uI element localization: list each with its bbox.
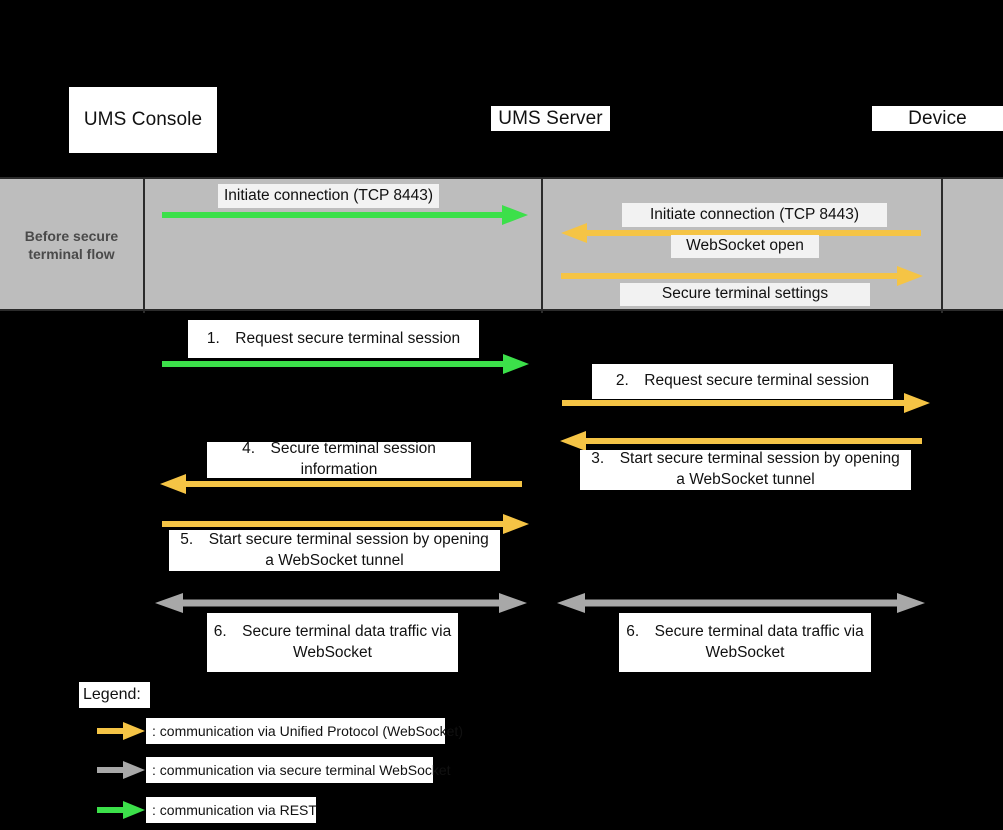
- participant-device: Device: [872, 106, 1003, 131]
- before-secure-terminal-flow-band: Before secure terminal flow: [0, 177, 1003, 313]
- band-divider-1: [143, 179, 145, 313]
- legend-label-unified: : communication via Unified Protocol (We…: [146, 718, 463, 744]
- label-msg-6-right: 6. Secure terminal data traffic via WebS…: [619, 613, 871, 672]
- participant-label: UMS Server: [498, 107, 603, 129]
- label-band-msg-3: WebSocket open: [671, 235, 819, 258]
- arrow-msg-6-left-secure-both: [155, 592, 527, 614]
- legend-title: Legend:: [79, 682, 150, 708]
- participant-label: UMS Console: [83, 109, 203, 130]
- legend-label-rest: : communication via REST: [146, 797, 317, 823]
- label-band-msg-2: Initiate connection (TCP 8443): [622, 203, 887, 227]
- legend-arrow-rest-icon: [95, 799, 145, 821]
- participant-label: Device: [908, 107, 967, 129]
- band-divider-2: [541, 179, 543, 313]
- label-msg-6-left: 6. Secure terminal data traffic via WebS…: [207, 613, 458, 672]
- label-band-msg-1: Initiate connection (TCP 8443): [218, 184, 439, 208]
- band-phase-label: Before secure terminal flow: [24, 228, 119, 262]
- label-msg-3: 3. Start secure terminal session by open…: [580, 450, 911, 490]
- label-msg-2: 2. Request secure terminal session: [592, 364, 893, 399]
- participant-ums-server: UMS Server: [491, 106, 610, 131]
- participant-ums-console: UMS Console: [69, 87, 217, 153]
- legend-label-secure: : communication via secure terminal WebS…: [146, 757, 451, 783]
- label-msg-4: 4. Secure terminal session information: [207, 440, 471, 478]
- label-msg-5: 5. Start secure terminal session by open…: [169, 530, 500, 571]
- arrow-msg-6-right-secure-both: [557, 592, 925, 614]
- label-msg-1: 1. Request secure terminal session: [188, 320, 479, 358]
- label-band-msg-4: Secure terminal settings: [620, 283, 870, 306]
- band-divider-3: [941, 179, 943, 313]
- legend-arrow-secure-icon: [95, 759, 145, 781]
- legend-arrow-unified-icon: [95, 720, 145, 742]
